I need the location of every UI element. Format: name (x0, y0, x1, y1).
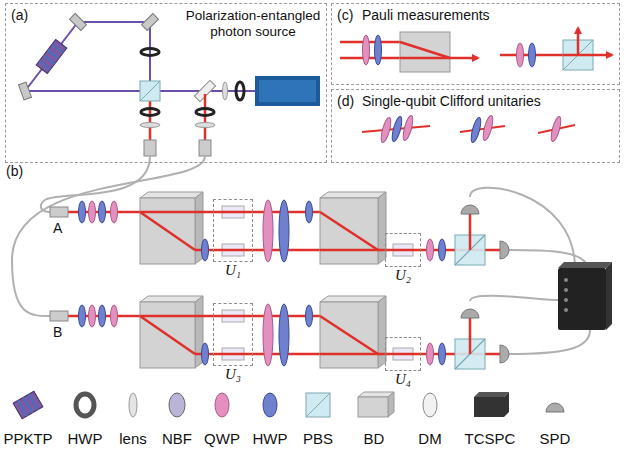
legend-label: DM (418, 430, 441, 447)
legend-label: PBS (303, 430, 333, 447)
legend-label: BD (364, 430, 385, 447)
legend-label: NBF (162, 430, 192, 447)
legend-label: PPKTP (3, 430, 52, 447)
unitary-box: U₁ (213, 199, 253, 262)
panel-label: (c) (337, 7, 353, 23)
panel-title: Polarization-entangled photon source (178, 8, 328, 39)
legend-label: QWP (204, 430, 240, 447)
panel-label: (a) (11, 7, 28, 23)
legend-label: lens (119, 430, 147, 447)
unitary-label: U₃ (225, 366, 241, 383)
unitary-label: U₂ (395, 267, 411, 284)
unitary-label: U₄ (395, 371, 411, 388)
legend-label: HWP (253, 430, 288, 447)
panel-frame: (a) Polarization-entangled photon source (5, 3, 327, 163)
legend-label: TCSPC (465, 430, 516, 447)
port-label: A (53, 220, 62, 236)
unitary-box: U₃ (213, 303, 253, 366)
port-label: B (53, 324, 62, 340)
panel-frame: (d) Single-qubit Clifford unitaries (331, 89, 620, 163)
unitary-box: U₄ (385, 337, 421, 371)
unitary-box: U₂ (385, 233, 421, 267)
panel-title: Single-qubit Clifford unitaries (362, 93, 541, 109)
legend-label: SPD (540, 430, 571, 447)
unitary-label: U₁ (225, 262, 241, 279)
panel-title: Pauli measurements (362, 7, 490, 23)
panel-label: (d) (337, 93, 354, 109)
panel-frame: (c) Pauli measurements (331, 3, 620, 85)
legend-label: HWP (68, 430, 103, 447)
panel-label: (b) (6, 163, 23, 179)
